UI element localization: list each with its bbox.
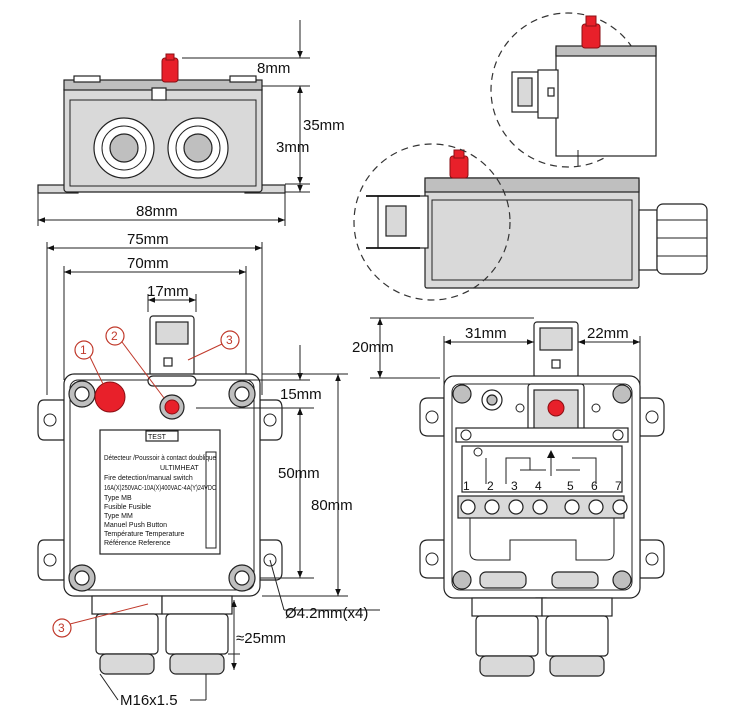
dim-thread: M16x1.5 (120, 692, 178, 709)
svg-text:1: 1 (80, 343, 87, 357)
indicator-red (94, 381, 126, 413)
svg-text:6: 6 (591, 479, 598, 493)
label-test: TEST (148, 434, 167, 441)
test-button-red (164, 399, 180, 415)
svg-text:3: 3 (511, 479, 518, 493)
dim-31mm: 31mm (465, 325, 507, 342)
svg-text:7: 7 (615, 479, 622, 493)
svg-text:3: 3 (58, 621, 65, 635)
callout-3-bottom: 3 (52, 603, 149, 638)
label-plate (99, 429, 221, 555)
label-type-mb: Type MB (104, 495, 132, 502)
dim-8mm: 8mm (257, 60, 290, 77)
label-rating: 16A(X)250VAC-10A(X)400VAC-4A(Y)24VDC (104, 485, 216, 492)
label-range: Température Temperature (104, 531, 185, 538)
corner-screws (68, 380, 256, 592)
callout-2: 2 (105, 326, 165, 399)
label-type-mm: Type MM (104, 513, 133, 520)
top-view: 88mm 8mm 35mm 3mm (37, 20, 345, 226)
dim-70mm: 70mm (127, 255, 169, 272)
dim-15mm: 15mm (280, 386, 322, 403)
svg-text:4: 4 (535, 479, 542, 493)
terminal-numbers: 1 2 3 4 5 6 7 (463, 479, 622, 493)
label-ref: Référence Reference (104, 540, 171, 547)
label-line1: Détecteur /Poussoir à contact doublique (104, 455, 216, 462)
svg-text:1: 1 (463, 479, 470, 493)
dim-17mm: 17mm (147, 283, 189, 300)
label-type-mm-sub: Manuel Push Button (104, 522, 167, 529)
dim-50mm: 50mm (278, 465, 320, 482)
dim-75mm: 75mm (127, 231, 169, 248)
dim-20mm: 20mm (352, 339, 394, 356)
label-brand: ULTIMHEAT (160, 465, 199, 472)
svg-text:2: 2 (111, 329, 118, 343)
dim-35mm: 35mm (303, 117, 345, 134)
label-line2: Fire detection/manual switch (104, 475, 193, 482)
dim-22mm: 22mm (587, 325, 629, 342)
callout-3-top: 3 (187, 330, 240, 361)
front-view: 75mm 70mm 17mm (37, 231, 380, 709)
dim-3mm: 3mm (276, 139, 309, 156)
dim-gland-length: ≈25mm (236, 630, 286, 647)
internal-view: 20mm 31mm 22mm (352, 317, 665, 677)
svg-text:2: 2 (487, 479, 494, 493)
dim-hole: Ø4.2mm(x4) (285, 605, 368, 622)
callout-1: 1 (74, 340, 105, 387)
terminal-screws (457, 495, 628, 519)
svg-text:3: 3 (226, 333, 233, 347)
test-pin-top (161, 57, 179, 83)
label-type-mb-sub: Fusible Fusible (104, 504, 151, 511)
dim-88mm: 88mm (136, 203, 178, 220)
svg-text:5: 5 (567, 479, 574, 493)
dim-80mm: 80mm (311, 497, 353, 514)
side-view (353, 12, 708, 301)
